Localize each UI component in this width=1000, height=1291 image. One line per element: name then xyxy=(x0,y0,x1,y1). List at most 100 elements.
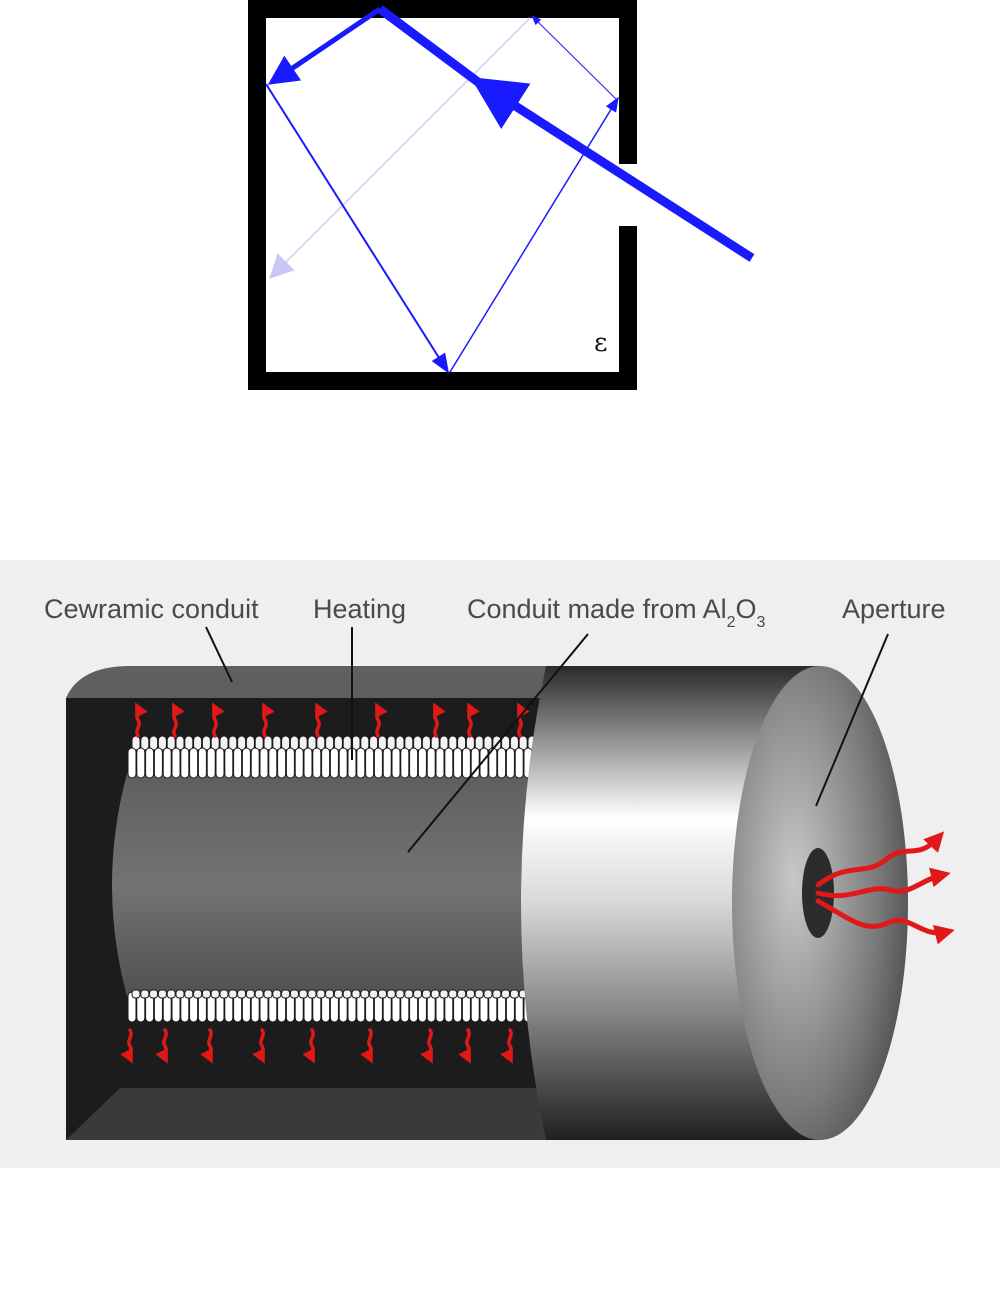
coil-turn xyxy=(157,989,167,999)
coil-turn xyxy=(228,989,238,999)
heat-arrow-down xyxy=(302,1028,315,1064)
coil-turn xyxy=(162,747,172,779)
third-reflection-ray xyxy=(449,96,619,373)
heat-arrow-up xyxy=(517,702,530,738)
heat-arrow-down xyxy=(500,1028,513,1064)
ceramic-conduit-leader xyxy=(205,626,233,683)
coil-turn xyxy=(338,747,348,779)
coil-turn xyxy=(373,747,383,779)
heat-arrow-down xyxy=(120,1028,133,1064)
coil-turn xyxy=(365,747,375,779)
coil-turn xyxy=(245,989,255,999)
heat-arrow-up xyxy=(433,702,446,738)
coil-turn xyxy=(501,989,511,999)
incident-ray-continuation xyxy=(377,5,485,89)
coil-turn xyxy=(131,989,141,999)
coil-turn xyxy=(250,747,260,779)
coil-turn xyxy=(461,747,471,779)
top-wall xyxy=(248,0,637,18)
right-wall-upper xyxy=(619,0,637,164)
coil-turn xyxy=(285,747,295,779)
coil-turn xyxy=(395,989,405,999)
left-wall xyxy=(248,0,266,390)
coil-turn xyxy=(413,989,423,999)
coil-turn xyxy=(215,747,225,779)
coil-turn xyxy=(263,989,273,999)
heat-arrow-up xyxy=(315,702,328,738)
bottom-wall xyxy=(248,372,637,390)
coil-turn xyxy=(145,747,155,779)
coil-turn xyxy=(272,989,282,999)
coil-turn xyxy=(382,747,392,779)
heating-label: Heating xyxy=(313,594,406,624)
coil-turn xyxy=(426,747,436,779)
heat-arrow-down xyxy=(155,1028,168,1064)
inner-conduit xyxy=(112,770,540,1000)
coil-turn xyxy=(210,989,220,999)
fourth-reflection-ray xyxy=(531,15,618,101)
heat-arrow-up xyxy=(172,702,185,738)
coil-turn xyxy=(439,989,449,999)
conduit-material-leader xyxy=(407,633,589,853)
coil-turn xyxy=(453,747,463,779)
coil-turn xyxy=(307,989,317,999)
incident-ray xyxy=(470,77,755,262)
coil-turn xyxy=(180,747,190,779)
coil-turn xyxy=(312,747,322,779)
coil-turn xyxy=(421,989,431,999)
coil-turn xyxy=(342,989,352,999)
coil-turn xyxy=(329,747,339,779)
coil-turn xyxy=(175,989,185,999)
cavity-walls xyxy=(248,0,637,390)
heat-arrow-up xyxy=(135,702,148,738)
first-reflection-ray xyxy=(267,6,382,85)
coil-turn xyxy=(333,989,343,999)
coil-turn xyxy=(193,989,203,999)
coil-turn xyxy=(474,989,484,999)
coil-turn xyxy=(377,989,387,999)
heating-coil-bottom xyxy=(127,989,537,1023)
coil-turn xyxy=(448,989,458,999)
coil-turn xyxy=(166,989,176,999)
coil-turn xyxy=(386,989,396,999)
coil-turn xyxy=(277,747,287,779)
coil-turn xyxy=(140,989,150,999)
coil-turn xyxy=(369,989,379,999)
coil-turn xyxy=(189,747,199,779)
heat-arrow-up xyxy=(375,702,388,738)
coil-turn xyxy=(444,747,454,779)
blackbody-source-panel: Cewramic conduit Heating Conduit made fr… xyxy=(0,560,1000,1168)
coil-turn xyxy=(136,747,146,779)
coil-turn xyxy=(224,747,234,779)
second-reflection-ray xyxy=(265,83,450,374)
coil-turn xyxy=(470,747,480,779)
heat-arrow-down xyxy=(458,1028,471,1064)
heat-arrow-up xyxy=(467,702,480,738)
aperture-label: Aperture xyxy=(842,594,946,624)
coil-turn xyxy=(149,989,159,999)
coil-turn xyxy=(206,747,216,779)
coil-turn xyxy=(201,989,211,999)
heat-arrow-down xyxy=(252,1028,265,1064)
emissivity-label: ε xyxy=(594,328,607,358)
emitted-ray-3 xyxy=(815,898,955,945)
coil-turn xyxy=(127,747,137,779)
coil-turn xyxy=(514,747,524,779)
coil-turn xyxy=(435,747,445,779)
coil-turn xyxy=(294,747,304,779)
coil-turn xyxy=(492,989,502,999)
coil-turn xyxy=(289,989,299,999)
coil-turn xyxy=(303,747,313,779)
coil-turn xyxy=(241,747,251,779)
coil-turn xyxy=(281,989,291,999)
coil-turn xyxy=(259,747,269,779)
coil-turn xyxy=(219,989,229,999)
coil-turn xyxy=(254,989,264,999)
faded-reflected-ray xyxy=(269,17,531,279)
coil-turn xyxy=(237,989,247,999)
emitted-radiation xyxy=(815,831,955,945)
coil-turn xyxy=(360,989,370,999)
coil-turn xyxy=(321,747,331,779)
coil-turn xyxy=(316,989,326,999)
emitted-ray-2 xyxy=(815,867,951,899)
